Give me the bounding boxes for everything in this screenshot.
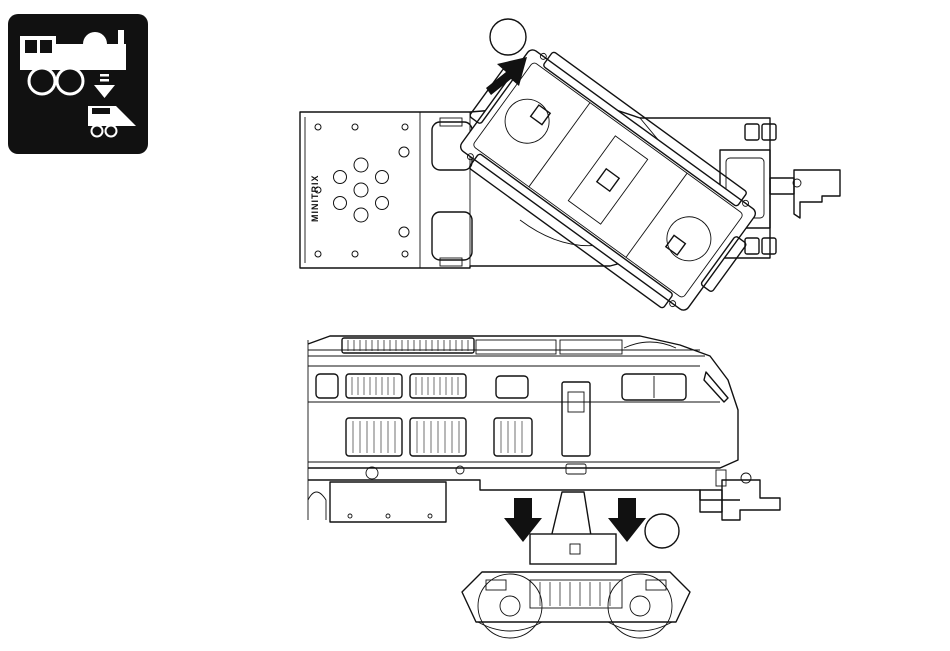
rotated-bogie — [444, 34, 771, 327]
step-marker-bottom — [645, 514, 679, 548]
brand-text: MINITRIX — [310, 175, 320, 223]
bogie-side-view — [462, 492, 690, 638]
locomotive-side-view — [308, 336, 780, 522]
step-marker-top — [490, 19, 526, 55]
